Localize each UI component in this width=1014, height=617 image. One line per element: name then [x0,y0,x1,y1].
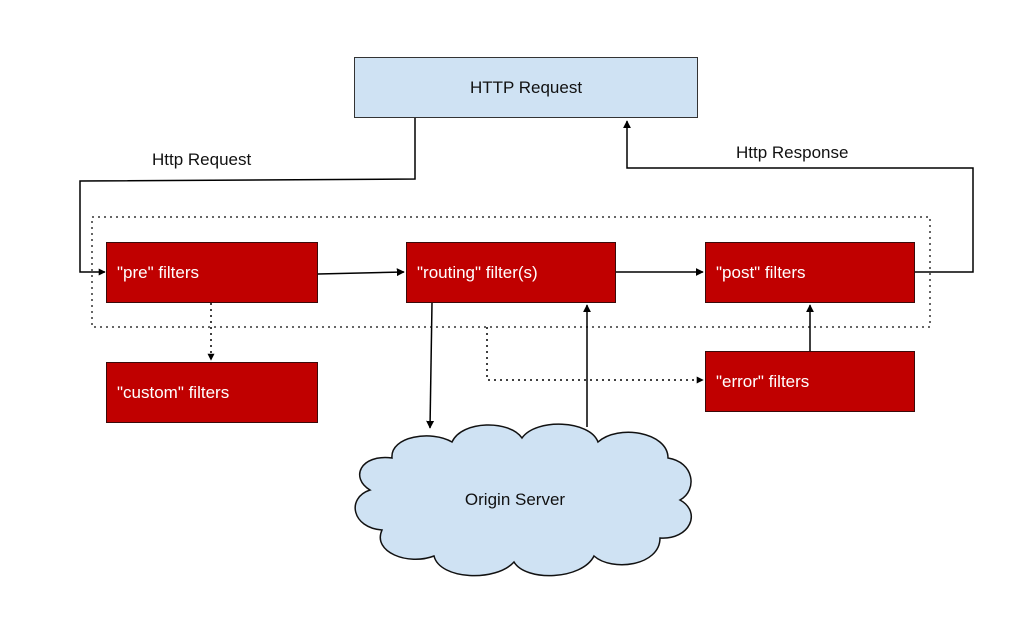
routing-filters-label: "routing" filter(s) [417,262,538,282]
pre-filters-label: "pre" filters [117,262,199,282]
custom-filters-box: "custom" filters [106,362,318,423]
routing-filters-box: "routing" filter(s) [406,242,616,303]
to-error-dotted-arrow [486,327,704,384]
http-request-edge-label: Http Request [152,150,252,169]
error-filters-label: "error" filters [716,371,810,391]
http-response-edge-label: Http Response [736,143,849,162]
post-filters-label: "post" filters [716,262,806,282]
http-request-box-label: HTTP Request [469,77,583,97]
origin-server-cloud [354,423,692,577]
http-request-box: HTTP Request [354,57,698,118]
origin-server-label: Origin Server [464,490,566,509]
post-filters-box: "post" filters [705,242,915,303]
pre-to-routing-arrow [317,268,405,277]
routing-to-origin-arrow [426,302,435,429]
response-connector [623,120,974,273]
pre-filters-box: "pre" filters [106,242,318,303]
custom-filters-label: "custom" filters [117,382,230,402]
error-filters-box: "error" filters [705,351,915,412]
request-connector [79,118,416,276]
